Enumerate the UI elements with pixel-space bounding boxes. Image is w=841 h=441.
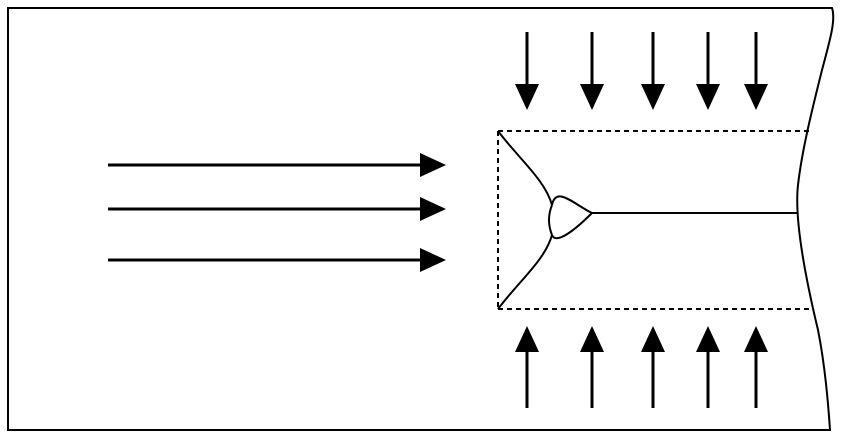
arrow-down-icon bbox=[744, 32, 768, 110]
crack-shape bbox=[497, 130, 798, 310]
crack-inner-left bbox=[548, 204, 553, 236]
crack-lower-outer bbox=[497, 234, 553, 310]
arrow-up-icon bbox=[641, 326, 665, 408]
arrow-up-icon bbox=[744, 326, 768, 408]
crack-tip-loop-upper bbox=[551, 195, 593, 214]
arrow-right-icon bbox=[108, 197, 446, 221]
arrow-up-icon bbox=[696, 326, 720, 408]
crack-upper-outer bbox=[497, 130, 553, 206]
arrow-up-icon bbox=[580, 326, 604, 408]
arrow-down-icon bbox=[696, 32, 720, 110]
specimen-outline bbox=[7, 7, 835, 431]
arrow-right-icon bbox=[108, 153, 446, 177]
arrow-down-icon bbox=[580, 32, 604, 110]
arrow-right-icon bbox=[108, 248, 446, 272]
top-compression-arrows bbox=[515, 32, 768, 110]
arrow-down-icon bbox=[515, 32, 539, 110]
incoming-load-arrows bbox=[108, 153, 446, 272]
arrow-down-icon bbox=[641, 32, 665, 110]
bottom-compression-arrows bbox=[515, 326, 768, 408]
dashed-region-group bbox=[497, 130, 812, 310]
arrow-up-icon bbox=[515, 326, 539, 408]
crack-tip-loop-lower bbox=[551, 212, 593, 240]
